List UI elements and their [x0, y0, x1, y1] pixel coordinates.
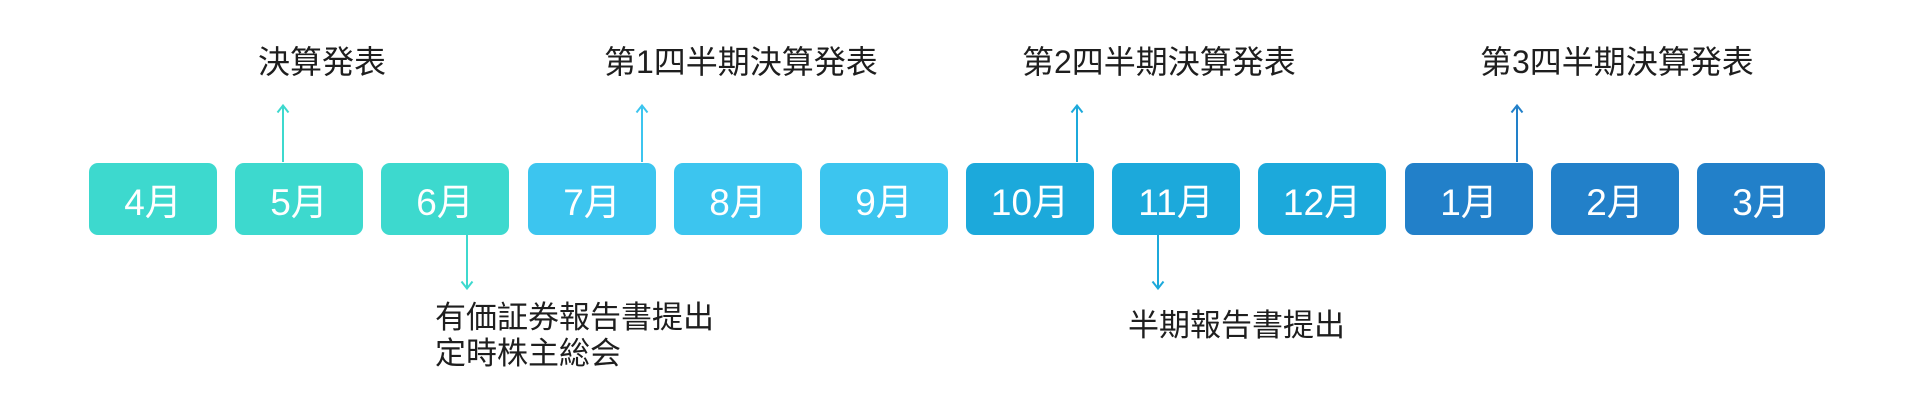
month-box-nov: 11月: [1112, 163, 1240, 235]
month-box-sep: 9月: [820, 163, 948, 235]
event-label-securities-report: 有価証券報告書提出 定時株主総会: [435, 300, 714, 372]
event-label-q2-earnings: 第2四半期決算発表: [1022, 44, 1296, 80]
event-label-half-year-report: 半期報告書提出: [1128, 308, 1345, 343]
half-year-report-arrow-down-icon: [1151, 235, 1165, 291]
q1-earnings-arrow-up-icon: [635, 103, 649, 162]
month-box-feb: 2月: [1551, 163, 1679, 235]
securities-report-line2: 定時株主総会: [435, 336, 621, 371]
month-box-dec: 12月: [1258, 163, 1386, 235]
month-box-jun: 6月: [381, 163, 509, 235]
securities-report-line1: 有価証券報告書提出: [435, 300, 714, 335]
month-box-oct: 10月: [966, 163, 1094, 235]
month-box-mar: 3月: [1697, 163, 1825, 235]
month-box-may: 5月: [235, 163, 363, 235]
event-label-q3-earnings: 第3四半期決算発表: [1480, 44, 1754, 80]
month-box-aug: 8月: [674, 163, 802, 235]
event-label-q1-earnings: 第1四半期決算発表: [604, 44, 878, 80]
q3-earnings-arrow-up-icon: [1510, 103, 1524, 162]
annual-earnings-arrow-up-icon: [276, 103, 290, 162]
securities-report-arrow-down-icon: [460, 235, 474, 291]
event-label-annual-earnings: 決算発表: [258, 44, 387, 80]
month-box-jan: 1月: [1405, 163, 1533, 235]
q2-earnings-arrow-up-icon: [1070, 103, 1084, 162]
month-box-jul: 7月: [528, 163, 656, 235]
month-box-apr: 4月: [89, 163, 217, 235]
